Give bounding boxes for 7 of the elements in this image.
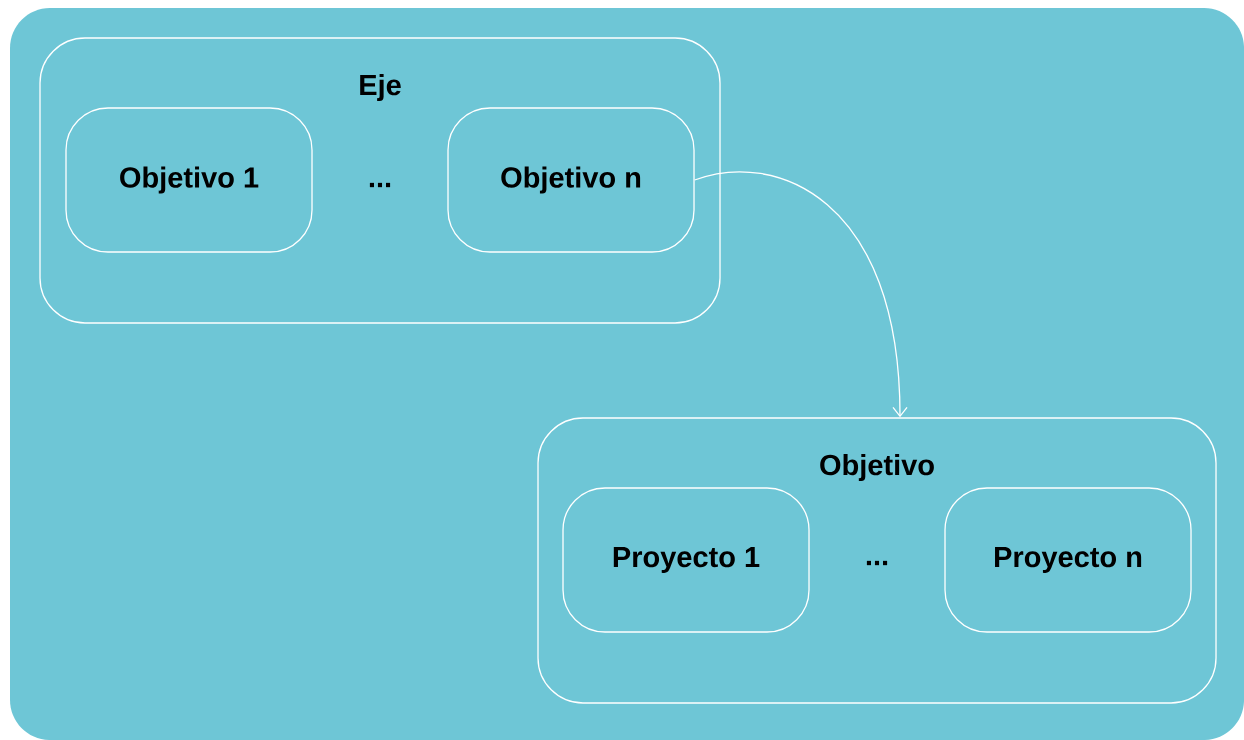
- ellipsis-text: ...: [369, 182, 391, 188]
- item-box: Objetivo n: [447, 107, 695, 253]
- ellipsis-text: ...: [866, 560, 888, 566]
- arrow: [694, 171, 908, 418]
- item-box: Proyecto 1: [562, 487, 810, 633]
- item-box: Proyecto n: [944, 487, 1192, 633]
- item-box: Objetivo 1: [65, 107, 313, 253]
